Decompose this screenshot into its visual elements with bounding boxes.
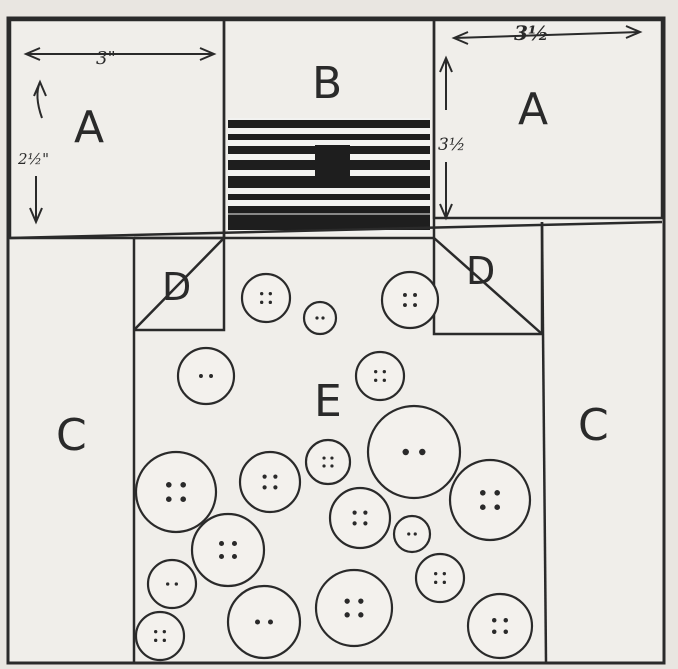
button-icon (382, 272, 438, 328)
height-label-left: 2½" (17, 150, 49, 168)
button-icon (468, 594, 532, 658)
button-icon (304, 302, 336, 334)
button-icon (178, 348, 234, 404)
button-icon (356, 352, 404, 400)
label-piece-d-left: D (162, 265, 191, 309)
label-piece-c-left: C (56, 410, 87, 461)
height-label-right: 3½ (438, 135, 465, 155)
button-icon (416, 554, 464, 602)
button-icon (228, 586, 300, 658)
button-icon (136, 452, 216, 532)
stripe-fabric (228, 118, 430, 233)
button-icon (330, 488, 390, 548)
width-label-left: 3" (96, 48, 116, 69)
button-icon (240, 452, 300, 512)
button-icon (242, 274, 290, 322)
label-piece-b: B (312, 58, 342, 109)
button-icon (316, 570, 392, 646)
label-piece-a-right: A (518, 84, 548, 135)
button-icon (136, 612, 184, 660)
button-icon (148, 560, 196, 608)
block-outline (8, 18, 664, 663)
button-icon (450, 460, 530, 540)
label-piece-d-right: D (466, 249, 495, 293)
label-piece-a-left: A (74, 102, 104, 153)
label-piece-e: E (314, 376, 342, 427)
button-icon (368, 406, 460, 498)
button-icon (192, 514, 264, 586)
label-piece-c-right: C (578, 400, 609, 451)
button-icon (394, 516, 430, 552)
width-label-right: 3½ (514, 21, 549, 45)
button-icon (306, 440, 350, 484)
